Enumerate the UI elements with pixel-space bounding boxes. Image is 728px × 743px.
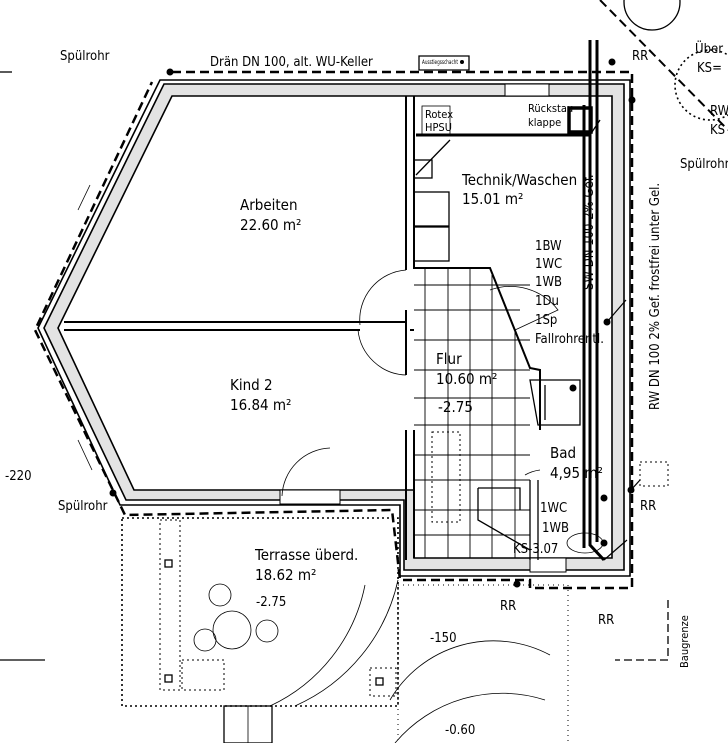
- room-area-bad: 4,95 m²: [550, 464, 603, 482]
- room-area-arbeiten: 22.60 m²: [240, 216, 301, 234]
- label-right: RW: [710, 104, 728, 119]
- label-spuelrohr: Spülrohr: [60, 49, 110, 64]
- label-right: KS: [710, 123, 725, 138]
- label-level: -0.60: [445, 723, 475, 738]
- fixture-label: 1WB: [535, 275, 562, 290]
- door-swing: [359, 269, 407, 326]
- label-spuelrohr-left: Spülrohr: [58, 499, 108, 514]
- room-area-technik: 15.01 m²: [462, 190, 523, 208]
- fixture-label: 1Du: [535, 294, 559, 309]
- label-fallrohr: Fallrohrentl.: [535, 332, 604, 347]
- label-rotex: Rotex: [425, 108, 453, 121]
- label-level: -150: [430, 631, 457, 646]
- fixture-label: 1WC: [535, 257, 562, 272]
- room-name-bad: Bad: [550, 444, 576, 462]
- appliance: [413, 191, 450, 227]
- label-baugrenze: Baugrenze: [678, 615, 691, 668]
- door-swing: [281, 447, 331, 497]
- room-name-technik: Technik/Waschen: [461, 171, 577, 189]
- fixture-label: 1WC: [540, 501, 567, 516]
- label-right: Spülrohr: [680, 157, 728, 172]
- stairs: [477, 487, 531, 551]
- label-ks-level: KS-3.07: [513, 542, 558, 557]
- plants: [193, 583, 279, 652]
- drainage-line: [33, 70, 634, 590]
- label-drain-box: Ausstiegsschacht: [422, 59, 458, 66]
- label-rr: RR: [640, 499, 656, 514]
- room-area-flur: 10.60 m²: [436, 370, 497, 388]
- label-rr: RR: [598, 613, 614, 628]
- label-level: -220: [5, 469, 32, 484]
- label-sw-pipe: SW DN 100 2% Gef.: [582, 174, 597, 290]
- fixture-label: 1BW: [535, 239, 562, 254]
- label-rueckstau: Rückstau: [528, 102, 573, 115]
- boundary-line: [599, 0, 728, 131]
- window: [529, 557, 567, 573]
- room-level-terrasse: -2.75: [256, 595, 286, 610]
- label-rr: RR: [500, 599, 516, 614]
- label-hpsu: HPSU: [425, 121, 452, 134]
- fixture-label: 1Sp: [535, 313, 557, 328]
- room-name-flur: Flur: [436, 350, 462, 368]
- appliance: [413, 226, 450, 262]
- label-right: Über: [695, 40, 723, 57]
- room-name-arbeiten: Arbeiten: [240, 196, 298, 214]
- shower-tray: [529, 379, 581, 426]
- floor-tiles: [414, 268, 531, 558]
- fixture-label: 1WB: [542, 521, 569, 536]
- window: [279, 489, 341, 505]
- drain-box: [418, 55, 470, 71]
- site-marker-circle: [623, 0, 681, 31]
- door-swing: [357, 329, 407, 376]
- label-right: KS=: [697, 61, 722, 76]
- room-area-terrasse: 18.62 m²: [255, 566, 316, 584]
- room-name-terrasse: Terrasse überd.: [254, 546, 358, 564]
- label-klappe: klappe: [528, 116, 561, 129]
- room-name-kind2: Kind 2: [230, 376, 273, 394]
- label-rw-pipe: RW DN 100 2% Gef. frostfrei unter Gel.: [648, 183, 663, 410]
- label-drain: Drän DN 100, alt. WU-Keller: [210, 55, 373, 70]
- label-rr: RR: [632, 49, 648, 64]
- room-area-kind2: 16.84 m²: [230, 396, 291, 414]
- room-level-flur: -2.75: [438, 398, 473, 416]
- window: [504, 83, 550, 97]
